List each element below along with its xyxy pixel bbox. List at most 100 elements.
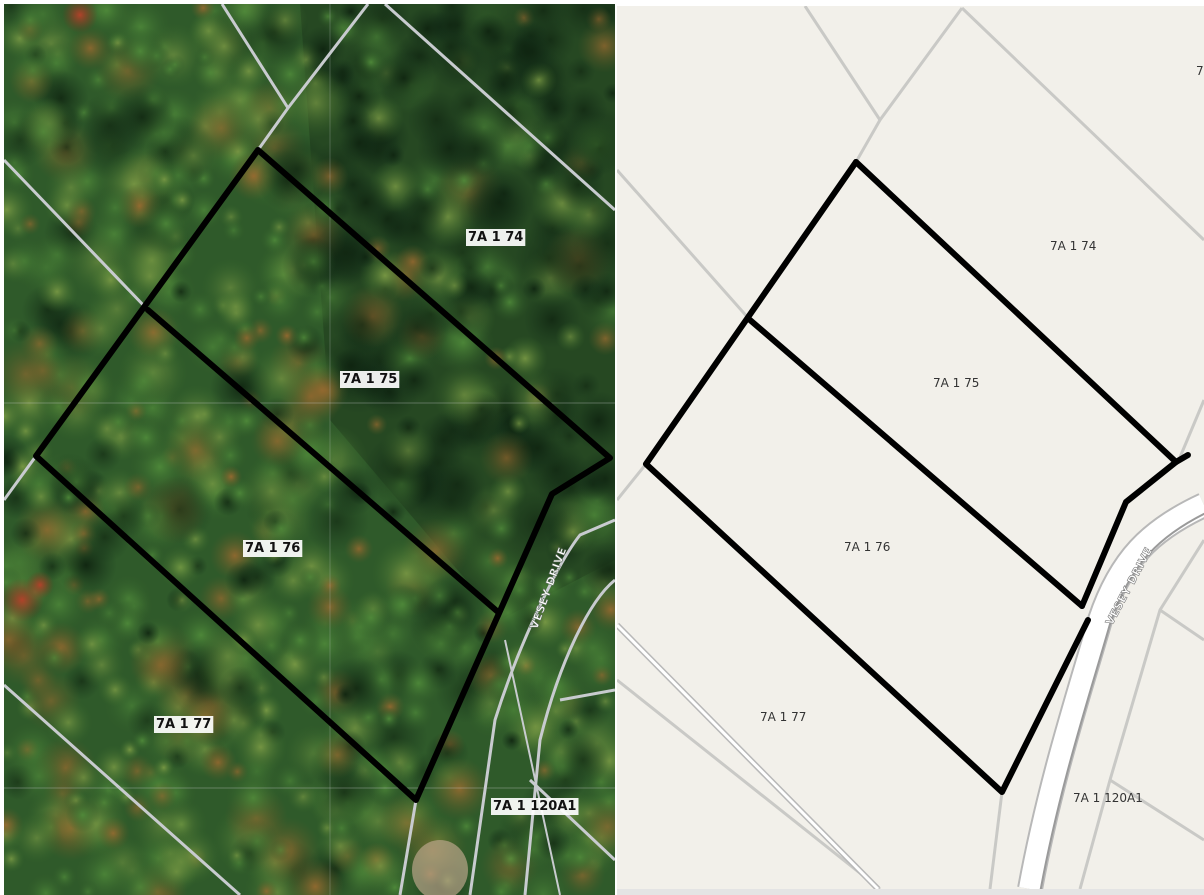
tree-crown — [7, 4, 54, 44]
tree-crown — [170, 187, 195, 213]
label-background — [466, 229, 526, 246]
tree-crown — [76, 880, 100, 895]
tree-crown — [529, 119, 567, 156]
tree-crown — [444, 599, 471, 626]
tree-crown — [73, 625, 111, 664]
tree-crown — [224, 85, 292, 153]
tree-crown — [262, 4, 308, 43]
tree-crown — [147, 781, 178, 811]
tree-crown — [65, 798, 100, 833]
tree-crown — [255, 879, 278, 895]
tree-crown — [19, 213, 41, 235]
forest-canopy — [4, 4, 615, 895]
tree-crown — [4, 448, 22, 477]
tree-crown — [197, 414, 242, 460]
tree-crown — [4, 232, 53, 290]
tree-crown — [338, 175, 394, 230]
parcel-label-p75: 7A 1 75 — [933, 376, 979, 390]
label-background — [340, 371, 400, 388]
tree-crown — [602, 83, 615, 104]
tree-crown — [36, 271, 78, 313]
tree-crown — [560, 614, 615, 681]
tree-crown — [129, 633, 193, 697]
tree-crown — [299, 565, 322, 589]
tree-crown — [428, 24, 473, 69]
tree-crown — [153, 756, 175, 779]
tree-crown — [380, 423, 436, 479]
tree-crown — [334, 683, 357, 705]
tree-crown — [486, 547, 509, 569]
highlighted-parcels-outline — [643, 159, 1191, 795]
vesey-drive-road — [468, 518, 615, 895]
tree-crown — [224, 560, 264, 600]
parcel-label-p75: 7A 1 75 — [340, 371, 400, 388]
tree-crown — [129, 728, 155, 754]
tree-crown — [479, 430, 534, 486]
tree-crown — [234, 819, 280, 864]
tree-crown — [377, 707, 401, 731]
tree-crown — [238, 458, 305, 525]
tree-crown — [286, 858, 344, 895]
tree-crown — [195, 18, 253, 75]
tree-crown — [250, 414, 305, 469]
tree-crown — [486, 876, 517, 895]
tree-crown — [99, 492, 148, 541]
tree-crown — [90, 183, 140, 232]
tree-crown — [508, 412, 530, 434]
tree-crown — [383, 585, 422, 623]
tree-crown — [394, 692, 437, 734]
tree-crown — [97, 672, 133, 708]
label-background — [491, 798, 579, 815]
tree-crown — [4, 608, 40, 672]
tree-crown — [355, 46, 387, 78]
tree-crown — [350, 597, 392, 639]
tree-crown — [310, 157, 349, 196]
tree-crown — [418, 255, 446, 282]
tree-crown — [264, 48, 316, 100]
tree-crown — [158, 545, 202, 590]
tree-crown — [116, 354, 171, 408]
tree-crown — [471, 13, 506, 49]
tree-crown — [493, 182, 515, 205]
parcel-id-text: 7A 1 75 — [342, 372, 397, 387]
tree-crown — [279, 619, 321, 662]
tree-crown — [145, 475, 214, 544]
tree-crown — [44, 698, 93, 747]
tree-crown — [551, 157, 606, 212]
tree-crown — [560, 837, 600, 877]
tree-crown — [220, 217, 247, 244]
parcel-label-p76: 7A 1 76 — [844, 540, 890, 554]
tree-crown — [11, 812, 63, 864]
tree-crown — [428, 757, 491, 821]
edge-parcel-label: 7 — [1196, 64, 1204, 78]
tree-crown — [330, 59, 355, 85]
tree-crown — [63, 757, 104, 798]
tree-crown — [489, 273, 513, 298]
tree-crown — [9, 517, 42, 550]
tree-crown — [407, 90, 466, 149]
tree-crown — [220, 765, 286, 831]
tree-crown — [23, 870, 69, 895]
panel-divider — [615, 0, 617, 895]
tree-crown — [138, 541, 167, 569]
tree-crown — [155, 850, 199, 894]
tree-crown — [514, 223, 584, 294]
tree-crown — [406, 290, 456, 339]
tree-crown — [249, 285, 272, 308]
tree-crown — [366, 413, 388, 436]
tree-crown — [433, 363, 496, 427]
parcel-label-p77: 7A 1 77 — [154, 716, 214, 733]
tree-crown — [481, 677, 546, 742]
tree-crown — [219, 465, 243, 488]
tree-crown — [261, 509, 301, 549]
parcel-id-text: 7A 1 77 — [156, 717, 211, 732]
tree-crown — [298, 293, 336, 331]
parcel-label-p74: 7A 1 74 — [466, 229, 526, 246]
rail-line — [617, 622, 881, 889]
parcel-label-p120: 7A 1 120A1 — [1073, 791, 1143, 805]
tree-crown — [44, 161, 97, 214]
